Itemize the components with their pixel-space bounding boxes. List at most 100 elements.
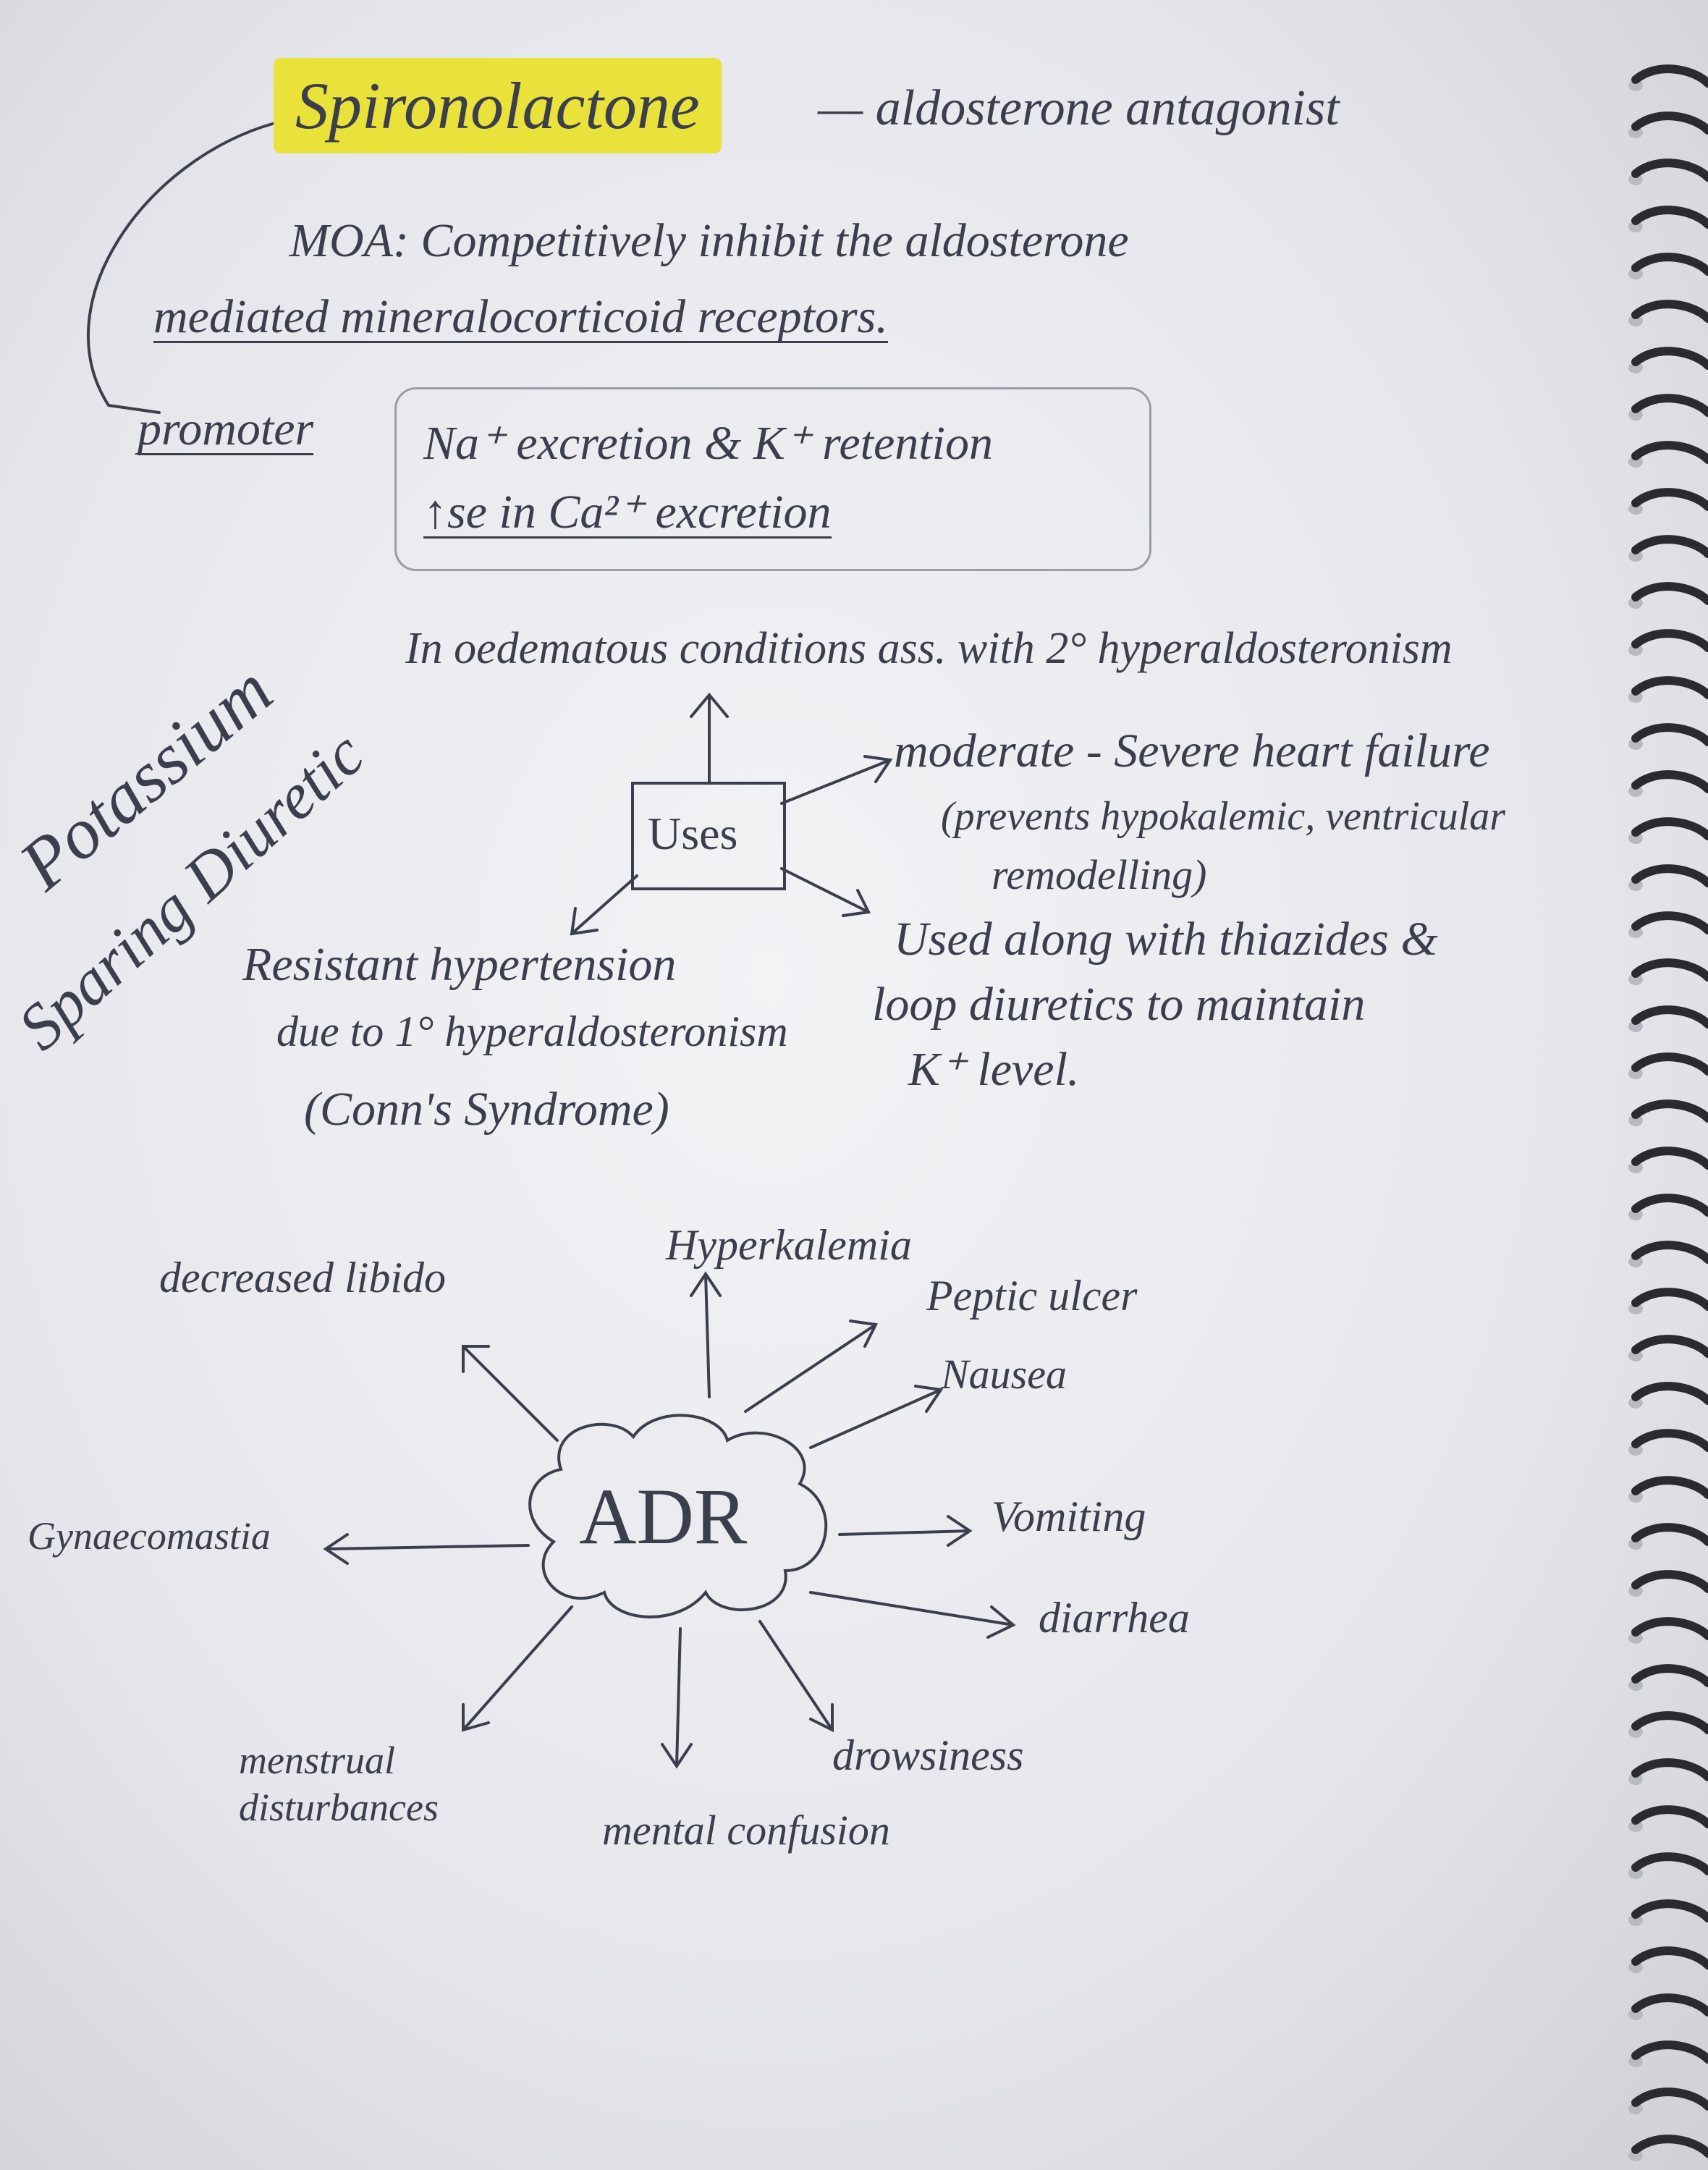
adr-nausea: Nausea <box>941 1351 1067 1398</box>
binding-hole <box>1628 879 1643 891</box>
binding-hole <box>1628 503 1643 515</box>
adr-hyperkalemia: Hyperkalemia <box>666 1221 912 1269</box>
spiral-loop <box>1631 1758 1708 1781</box>
spiral-loop <box>1631 1005 1708 1029</box>
effects-box <box>394 387 1151 571</box>
moa-line-2: mediated mineralocorticoid receptors. <box>153 290 888 343</box>
spiral-loop <box>1631 1711 1708 1734</box>
adr-decreased-libido: decreased libido <box>159 1254 447 1301</box>
promoter-arrow <box>87 122 276 414</box>
spiral-loop <box>1631 1852 1708 1875</box>
binding-hole <box>1628 268 1643 279</box>
adr-arrow-confusion <box>661 1627 693 1769</box>
adr-title: ADR <box>579 1472 748 1561</box>
binding-hole <box>1628 644 1643 656</box>
binding-hole <box>1628 1867 1643 1879</box>
spiral-loop <box>1631 1946 1708 1970</box>
binding-hole <box>1628 550 1643 562</box>
spiral-loop <box>1631 2040 1708 2064</box>
spiral-loop <box>1631 1570 1708 1593</box>
moa-line-1: MOA: Competitively inhibit the aldostero… <box>289 214 1129 267</box>
spiral-loop <box>1631 1899 1708 1922</box>
drug-class: — aldosterone antagonist <box>818 80 1340 136</box>
binding-hole <box>1628 1256 1643 1267</box>
binding-hole <box>1628 1021 1643 1032</box>
spiral-loop <box>1631 64 1708 88</box>
binding-hole <box>1628 1773 1643 1785</box>
spiral-loop <box>1631 676 1708 699</box>
binding-hole <box>1628 2009 1643 2020</box>
binding-hole <box>1628 1632 1643 1644</box>
spiral-loop <box>1631 1335 1708 1358</box>
binding-hole <box>1628 2056 1643 2067</box>
spiral-loop <box>1631 1241 1708 1264</box>
binding-hole <box>1628 1585 1643 1597</box>
adr-gynaecomastia: Gynaecomastia <box>28 1514 271 1558</box>
uses-arrow-right-top <box>780 755 893 805</box>
uses-arrow-up <box>690 692 729 783</box>
spiral-loop <box>1631 958 1708 981</box>
adr-arrow-vomiting <box>838 1515 973 1547</box>
spiral-loop <box>1631 1288 1708 1311</box>
spiral-loop <box>1631 1429 1708 1452</box>
effect-line-1: Na⁺ excretion & K⁺ retention <box>423 417 993 470</box>
spiral-loop <box>1631 159 1708 182</box>
spiral-loop <box>1631 488 1708 511</box>
effect-line-2: ↑se in Ca²⁺ excretion <box>423 486 832 539</box>
adr-arrow-menstrual <box>462 1605 573 1732</box>
spiral-loop <box>1631 347 1708 370</box>
spiral-loop <box>1631 1147 1708 1170</box>
binding-hole <box>1628 80 1643 91</box>
binding-hole <box>1628 1726 1643 1738</box>
spiral-loop <box>1631 1664 1708 1687</box>
spiral-loop <box>1631 817 1708 840</box>
adr-arrow-nausea <box>809 1385 944 1449</box>
spiral-loop <box>1631 1805 1708 1828</box>
spiral-binding <box>1628 64 1708 2161</box>
binding-hole <box>1628 127 1643 138</box>
binding-hole <box>1628 1962 1643 1973</box>
binding-hole <box>1628 1679 1643 1691</box>
binding-hole <box>1628 832 1643 844</box>
spiral-loop <box>1631 394 1708 417</box>
spiral-loop <box>1631 2135 1708 2158</box>
spiral-loop <box>1631 629 1708 652</box>
adr-arrow-gynaecomastia <box>323 1533 530 1565</box>
binding-hole <box>1628 785 1643 797</box>
binding-hole <box>1628 2103 1643 2114</box>
adr-cloud <box>528 1414 828 1618</box>
binding-hole <box>1628 691 1643 703</box>
adr-menstrual-disturbances: menstrual disturbances <box>239 1739 439 1829</box>
adr-arrow-libido <box>462 1345 559 1442</box>
spiral-loop <box>1631 864 1708 887</box>
binding-hole <box>1628 738 1643 750</box>
binding-hole <box>1628 2150 1643 2161</box>
uses-box <box>631 782 786 890</box>
spiral-loop <box>1631 2087 1708 2111</box>
adr-arrow-drowsiness <box>758 1620 834 1733</box>
binding-hole <box>1628 409 1643 421</box>
uses-thiazides-1: Used along with thiazides & <box>894 913 1438 966</box>
spiral-loop <box>1631 1194 1708 1217</box>
uses-resistant-htn-1: Resistant hypertension <box>242 938 677 991</box>
spiral-loop <box>1631 1476 1708 1499</box>
uses-thiazides-3: K⁺ level. <box>908 1043 1080 1096</box>
spiral-loop <box>1631 1617 1708 1640</box>
spiral-loop <box>1631 1993 1708 2017</box>
uses-arrow-right-bottom <box>780 867 871 917</box>
adr-peptic-ulcer: Peptic ulcer <box>926 1272 1138 1320</box>
spiral-loop <box>1631 1523 1708 1546</box>
adr-arrow-peptic <box>744 1320 879 1413</box>
adr-vomiting: Vomiting <box>992 1493 1146 1540</box>
spiral-loop <box>1631 111 1708 135</box>
binding-hole <box>1628 597 1643 609</box>
binding-hole <box>1628 1350 1643 1361</box>
binding-hole <box>1628 1444 1643 1456</box>
binding-hole <box>1628 174 1643 185</box>
uses-heart-failure-3: remodelling) <box>992 851 1207 898</box>
spiral-loop <box>1631 441 1708 464</box>
binding-hole <box>1628 1115 1643 1126</box>
binding-hole <box>1628 974 1643 985</box>
uses-resistant-htn-3: (Conn's Syndrome) <box>304 1083 669 1136</box>
